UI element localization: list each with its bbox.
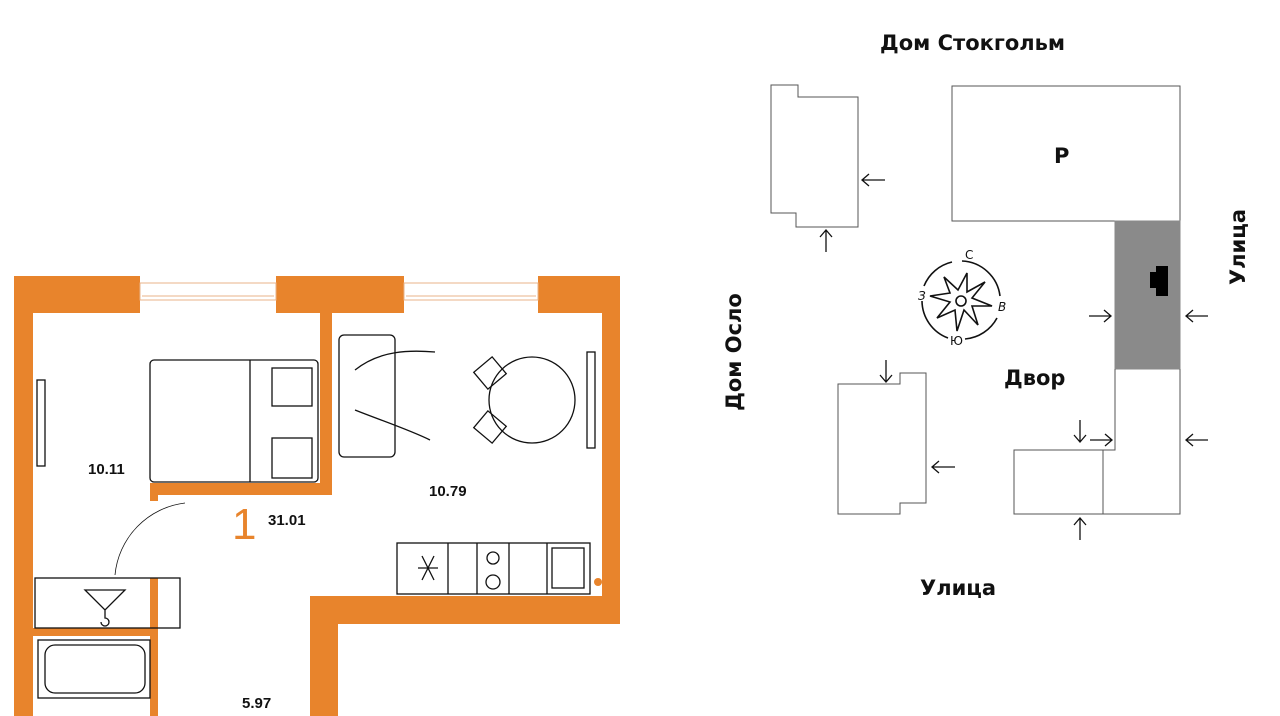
bedroom-area: 10.11 — [88, 461, 125, 478]
wardrobe — [34, 577, 181, 629]
wall-tv — [586, 351, 596, 449]
label-parking: Р — [1054, 144, 1070, 168]
bed — [149, 359, 319, 483]
compass-south: Ю — [950, 334, 963, 348]
windows — [139, 282, 539, 301]
label-stockholm: Дом Стокгольм — [880, 31, 1066, 55]
bathtub — [37, 639, 151, 699]
total-area: 31.01 — [268, 512, 306, 529]
building-oslo — [837, 372, 927, 515]
compass-icon — [921, 260, 1001, 340]
compass-north: С — [965, 248, 974, 262]
walls — [14, 276, 620, 716]
dining-table — [488, 356, 576, 444]
apartment-marker — [1150, 266, 1168, 296]
entrance-arrows — [819, 173, 1208, 540]
kitchen-counter — [396, 542, 591, 595]
rooms-count: 1 — [232, 500, 257, 549]
label-oslo: Дом Осло — [721, 293, 746, 411]
compass-west: З — [918, 289, 926, 303]
label-courtyard: Двор — [1004, 366, 1066, 390]
site-buildings — [770, 84, 1181, 515]
door-swing — [114, 502, 186, 576]
building-top-left — [770, 84, 859, 228]
compass-east: В — [998, 300, 1007, 314]
furniture — [34, 334, 596, 699]
living-area: 10.79 — [429, 483, 467, 500]
sofa — [338, 334, 396, 458]
label-street-bottom: Улица — [920, 576, 997, 600]
label-street-right: Улица — [1226, 208, 1251, 286]
current-building — [1114, 220, 1181, 370]
building-bottom-right — [1013, 369, 1181, 515]
parking-building — [951, 85, 1181, 222]
bathroom-area: 5.97 — [242, 695, 272, 712]
tv — [36, 379, 46, 467]
